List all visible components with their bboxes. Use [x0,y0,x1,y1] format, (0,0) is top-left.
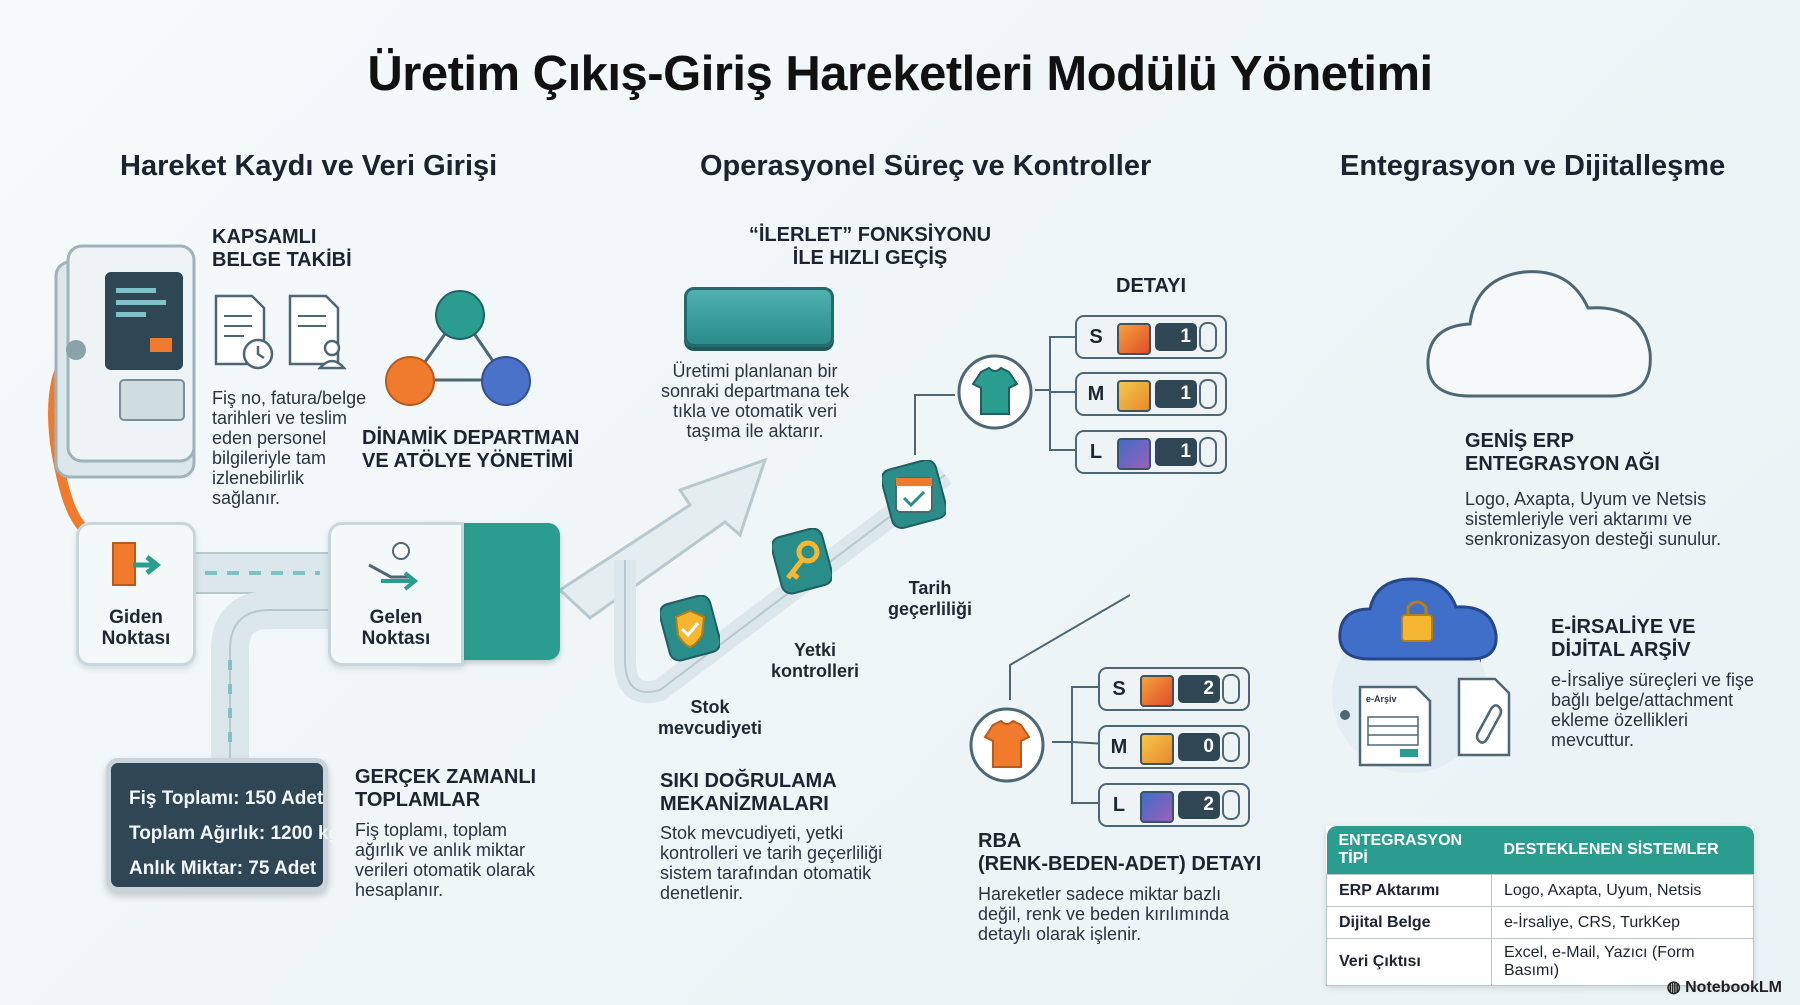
size-row-bottom-s: S 2 [1098,667,1250,711]
table-row: Veri Çıktısı Excel, e-Mail, Yazıcı (Form… [1326,938,1754,986]
size-row-top-s: S 1 [1075,315,1227,359]
qty-value: 2 [1178,675,1220,703]
tshirt-orange-icon [969,707,1045,783]
table-row: ERP Aktarımı Logo, Axapta, Uyum, Netsis [1326,874,1754,907]
size-row-bottom-l: L 2 [1098,783,1250,827]
rba-heading: RBA(RENK-BEDEN-ADET) DETAYI [978,830,1262,875]
cloud-icon [1426,270,1652,398]
color-swatch [1117,323,1151,355]
color-swatch [1140,733,1174,765]
doc-label: e-Arşiv [1366,694,1397,704]
page-title: Üretim Çıkış-Giriş Hareketleri Modülü Yö… [367,47,1433,101]
section-title-left: Hareket Kaydı ve Veri Girişi [120,150,498,182]
progress-arrow [557,457,768,620]
size-row-bottom-m: M 0 [1098,725,1250,769]
department-network-icon [385,290,531,406]
calendar-check-icon [882,460,946,529]
incoming-arrow-icon [368,542,419,591]
notebooklm-icon: ◍ [1666,979,1686,996]
pipe-vertical [211,591,330,760]
qty-value: 0 [1178,733,1220,761]
qty-stepper[interactable] [1222,790,1240,820]
table-header-row: ENTEGRASYON TİPİ DESTEKLENEN SİSTEMLER [1326,826,1754,875]
server-icon [54,244,196,479]
totals-fis: Fiş Toplamı: 150 Adet [129,788,324,809]
ilerlet-button[interactable] [684,287,834,347]
shield-check-icon [660,595,720,662]
section-title-right: Entegrasyon ve Dijitalleşme [1340,150,1726,182]
color-swatch [1117,380,1151,412]
exit-door-icon [112,542,162,586]
qty-stepper[interactable] [1199,322,1217,352]
document-clock-icon [214,294,347,370]
totals-agirlik: Toplam Ağırlık: 1200 kg [129,823,341,844]
brand-logo: ◍ NotebookLM [1666,979,1782,996]
integration-table: ENTEGRASYON TİPİ DESTEKLENEN SİSTEMLER E… [1326,826,1754,986]
qty-stepper[interactable] [1199,437,1217,467]
key-icon [772,528,832,595]
size-row-top-l: L 1 [1075,430,1227,474]
qty-value: 1 [1155,323,1197,351]
qty-value: 1 [1155,380,1197,408]
table-header-systems: DESTEKLENEN SİSTEMLER [1491,826,1754,875]
table-header-type: ENTEGRASYON TİPİ [1326,826,1492,875]
qty-stepper[interactable] [1199,379,1217,409]
cloud-lock-icon [1332,577,1498,773]
totals-anlik: Anlık Miktar: 75 Adet [129,858,317,879]
color-swatch [1140,675,1174,707]
detayi-label: DETAYI [1116,275,1187,297]
qty-stepper[interactable] [1222,732,1240,762]
color-swatch [1140,791,1174,823]
qty-stepper[interactable] [1222,674,1240,704]
qty-value: 1 [1155,438,1197,466]
totals-display: Fiş Toplamı: 150 Adet Toplam Ağırlık: 12… [106,758,341,892]
table-row: Dijital Belge e-İrsaliye, CRS, TurkKep [1326,906,1754,939]
color-swatch [1117,438,1151,470]
section-title-middle: Operasyonel Süreç ve Kontroller [700,150,1152,182]
size-row-top-m: M 1 [1075,372,1227,416]
qty-value: 2 [1178,791,1220,819]
tshirt-teal-icon [957,354,1033,430]
paperclip-document-icon [1457,677,1511,757]
